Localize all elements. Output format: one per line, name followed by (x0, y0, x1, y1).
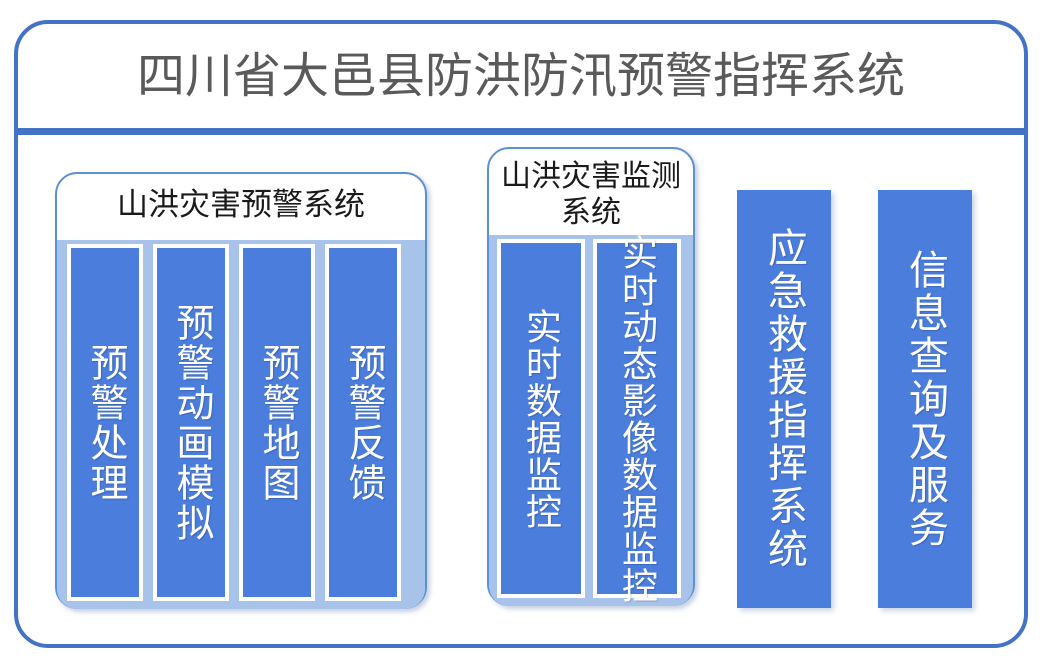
module-emergency-rescue-command-system[interactable]: 应急救援指挥系统 (737, 190, 831, 608)
module-warning-map-label: 预警地图 (256, 342, 298, 503)
panel-monitoring-system-title: 山洪灾害监测系统 (501, 160, 681, 229)
module-information-query-and-service-label: 信息查询及服务 (903, 248, 948, 550)
module-realtime-data-monitoring[interactable]: 实时数据监控 (497, 239, 585, 598)
module-emergency-rescue-command-system-label: 应急救援指挥系统 (762, 227, 807, 571)
panel-monitoring-system[interactable]: 山洪灾害监测系统 实时数据监控 实时动态影像数据监控 (487, 147, 695, 606)
panel-warning-system-band: 预警处理 预警动画模拟 预警地图 预警反馈 (57, 240, 425, 609)
module-warning-map[interactable]: 预警地图 (239, 244, 315, 601)
panel-warning-system[interactable]: 山洪灾害预警系统 预警处理 预警动画模拟 预警地图 预警反馈 (55, 172, 427, 609)
diagram-title-bar: 四川省大邑县防洪防汛预警指挥系统 (14, 20, 1028, 132)
panel-monitoring-system-band: 实时数据监控 实时动态影像数据监控 (489, 234, 693, 606)
module-information-query-and-service[interactable]: 信息查询及服务 (878, 190, 972, 608)
module-realtime-dynamic-image-data-monitoring-label: 实时动态影像数据监控 (617, 233, 657, 604)
module-warning-animation-simulation[interactable]: 预警动画模拟 (153, 244, 229, 601)
module-warning-processing-label: 预警处理 (84, 342, 126, 503)
module-realtime-data-monitoring-label: 实时数据监控 (521, 307, 561, 530)
module-realtime-dynamic-image-data-monitoring[interactable]: 实时动态影像数据监控 (593, 234, 681, 604)
module-warning-feedback[interactable]: 预警反馈 (325, 244, 401, 601)
page-title: 四川省大邑县防洪防汛预警指挥系统 (136, 48, 905, 104)
panel-warning-system-title: 山洪灾害预警系统 (117, 187, 365, 222)
module-warning-processing[interactable]: 预警处理 (67, 244, 143, 601)
title-divider (16, 128, 1026, 135)
module-warning-animation-simulation-label: 预警动画模拟 (170, 302, 212, 543)
module-warning-feedback-label: 预警反馈 (342, 342, 384, 503)
